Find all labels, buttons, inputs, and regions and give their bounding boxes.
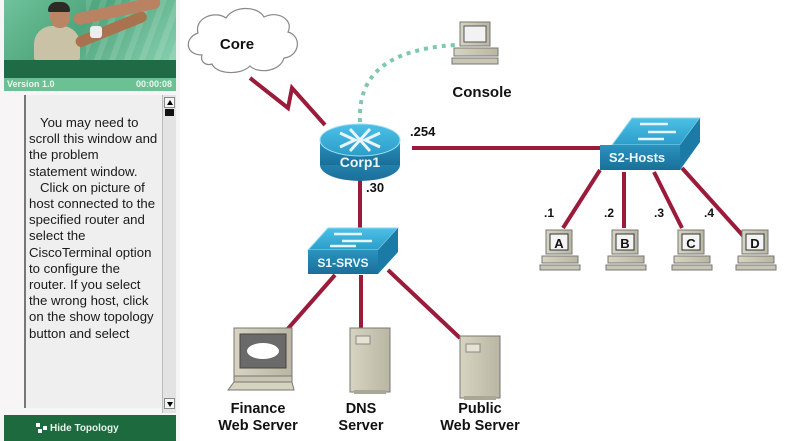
host-ip: .4 [704,206,715,220]
router-ip-s2: .254 [410,124,436,139]
host-pc-icon[interactable] [671,229,713,271]
host-pc-icon[interactable] [539,229,581,271]
problem-statement-text: You may need to scroll this window and t… [26,95,162,342]
network-topology-diagram: Core Console Corp1 .254 .30 S2-Hosts S1-… [180,0,812,441]
server-label-line: Finance [230,401,286,417]
switch-s2-hosts-icon[interactable] [600,117,701,170]
dns-server-label: DNS Server [330,401,392,435]
core-cloud-label: Core [219,36,255,53]
host-label: B [620,236,630,251]
router-corp1-icon[interactable] [319,123,401,181]
hide-topology-button[interactable]: Hide Topology [4,415,176,441]
link-s2-hostD [680,166,747,240]
switch-s2-label: S2-Hosts [608,150,666,165]
host-pc-icon[interactable] [735,229,777,271]
host-ip: .1 [544,206,555,220]
router-label: Corp1 [339,154,381,170]
problem-paragraph: You may need to scroll this window and t… [29,115,158,179]
host-label: C [686,236,696,251]
switch-s1-label: S1-SRVS [317,256,369,270]
host-label: D [750,236,760,251]
host-pcs [539,229,777,271]
console-cable [357,43,456,123]
console-label: Console [452,84,512,101]
version-bar: Version 1.0 00:00:08 [4,78,176,91]
problem-scrollbar[interactable] [162,95,176,413]
server-label-line: Web Server [218,418,298,434]
link-s2-hostA [561,168,602,230]
server-label-line: DNS [345,401,377,417]
scroll-thumb[interactable] [165,109,174,116]
cisco-banner-image [4,0,176,78]
public-web-server-label: Public Web Server [428,401,532,435]
core-cloud-icon[interactable] [187,7,298,74]
host-ip: .3 [654,206,665,220]
problem-paragraph: Click on picture of host connected to th… [29,179,156,341]
server-label-line: Server [338,418,384,434]
host-ip: .2 [604,206,615,220]
host-pc-icon[interactable] [605,229,647,271]
console-pc-icon[interactable] [451,21,499,65]
version-label: Version 1.0 [7,79,55,89]
hide-topology-label: Hide Topology [50,422,119,434]
links [248,43,747,340]
server-label-line: Web Server [440,418,520,434]
topology-icon [36,423,48,433]
wan-serial-link [248,76,327,127]
link-s2-hostC [652,171,684,229]
server-label-line: Public [458,401,502,417]
scroll-down-arrow-icon[interactable] [164,398,175,409]
link-s1-public [386,268,462,340]
switch-s1-srvs-icon[interactable] [306,227,400,274]
elapsed-timer: 00:00:08 [135,79,172,89]
topology-canvas [187,7,777,400]
dns-server-icon[interactable] [349,327,391,394]
scroll-up-arrow-icon[interactable] [164,97,175,108]
problem-statement-box[interactable]: You may need to scroll this window and t… [24,95,162,408]
host-label: A [554,236,564,251]
link-s1-finance [283,273,337,334]
public-web-server-icon[interactable] [459,335,501,400]
problem-panel: Version 1.0 00:00:08 You may need to scr… [0,0,180,441]
router-ip-s1: .30 [366,180,385,195]
finance-web-server-label: Finance Web Server [208,401,308,435]
finance-web-server-icon[interactable] [227,327,295,391]
